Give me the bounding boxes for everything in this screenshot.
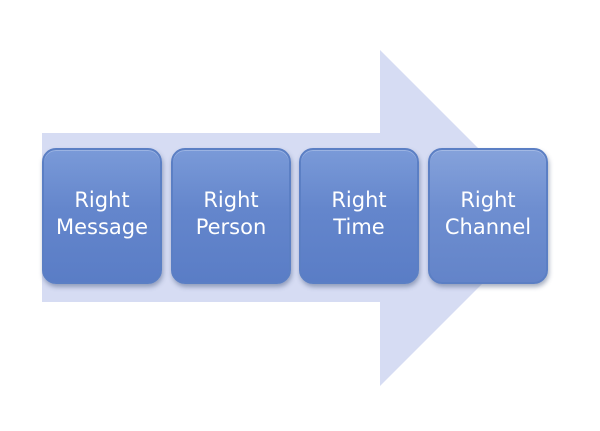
step-box-right-time: Right Time <box>299 148 419 284</box>
step-label-line2: Person <box>195 215 267 239</box>
step-label-line2: Message <box>55 215 149 239</box>
step-label: Right Time <box>331 187 386 245</box>
step-label: Right Channel <box>445 187 531 245</box>
step-label-line1: Right <box>74 188 130 212</box>
step-label-line1: Right <box>331 188 387 212</box>
step-label: Right Person <box>196 187 267 245</box>
step-label-line1: Right <box>203 188 259 212</box>
arrow-shape <box>42 50 548 386</box>
step-box-right-person: Right Person <box>171 148 291 284</box>
step-label-line2: Time <box>333 215 385 239</box>
step-label: Right Message <box>56 187 148 245</box>
step-label-line1: Right <box>460 188 516 212</box>
step-box-right-channel: Right Channel <box>428 148 548 284</box>
step-box-right-message: Right Message <box>42 148 162 284</box>
step-label-line2: Channel <box>444 215 532 239</box>
